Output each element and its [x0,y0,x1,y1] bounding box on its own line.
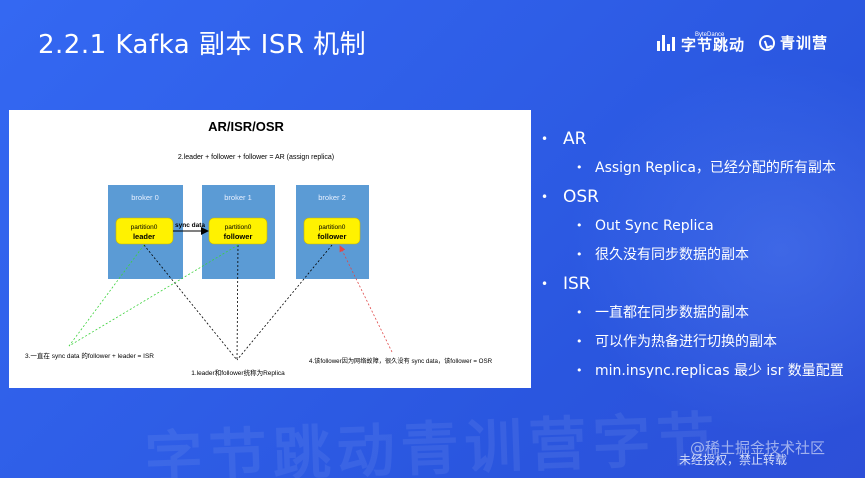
isr-line-follower [68,244,239,347]
osr-note: 4.该follower因为网络故障，很久没有 sync data，该follow… [309,357,493,365]
broker-2-role: follower [318,232,347,241]
broker-2-label: broker 2 [318,193,346,202]
qingxunying-icon [759,34,775,51]
replica-line-follower-1 [236,244,239,361]
bytedance-small-label: ByteDance [695,32,725,38]
site-watermark: @稀土掘金技术社区 [690,439,826,457]
bytedance-logo: ByteDance 字节跳动 [657,32,745,53]
ar-formula-label: 2.leader + follower + follower = AR (ass… [178,154,334,161]
broker-2-partition [303,217,361,245]
replica-line-leader [143,244,238,361]
broker-1-partition-label: partition0 [225,224,252,231]
bullet-ar-detail: Assign Replica，已经分配的所有副本 [540,155,865,184]
diagram-panel: AR/ISR/OSR 2.leader + follower + followe… [9,110,531,388]
bytedance-bars-icon [657,34,675,51]
broker-2-partition-label: partition0 [319,224,346,231]
isr-diagram: AR/ISR/OSR 2.leader + follower + followe… [25,119,493,377]
bullet-isr-detail-2: 可以作为热备进行切换的副本 [540,329,865,358]
diagram-title: AR/ISR/OSR [208,119,284,134]
bullet-isr: ISR [540,271,865,300]
sync-data-label: sync data [175,222,205,229]
bullet-isr-detail-3: min.insync.replicas 最少 isr 数量配置 [540,358,865,387]
bullet-osr-detail-2: 很久没有同步数据的副本 [540,242,865,271]
bytedance-label: 字节跳动 [681,36,746,54]
copyright-notice: 未经授权，禁止转载 [679,453,788,467]
slide-title: 2.2.1 Kafka 副本 ISR 机制 [38,30,367,60]
isr-note: 3.一直在 sync data 的follower + leader = ISR [25,351,154,360]
broker-0-label: broker 0 [131,193,159,202]
bullet-osr: OSR [540,184,865,213]
broker-1-label: broker 1 [224,193,252,202]
broker-1-role: follower [224,232,253,241]
qingxunying-logo: 青训营 [759,32,828,53]
isr-line-leader [68,244,145,347]
bullet-osr-detail-1: Out Sync Replica [540,213,865,242]
qingxunying-label: 青训营 [780,34,829,52]
replica-line-follower-2 [236,244,333,361]
broker-1-partition [208,217,268,245]
bullet-list: AR Assign Replica，已经分配的所有副本 OSR Out Sync… [540,126,865,387]
bullet-ar: AR [540,126,865,155]
bullet-isr-detail-1: 一直都在同步数据的副本 [540,300,865,329]
broker-0-partition-label: partition0 [131,224,158,231]
replica-note: 1.leader和follower统称为Replica [191,368,285,377]
broker-0-role: leader [133,232,155,241]
